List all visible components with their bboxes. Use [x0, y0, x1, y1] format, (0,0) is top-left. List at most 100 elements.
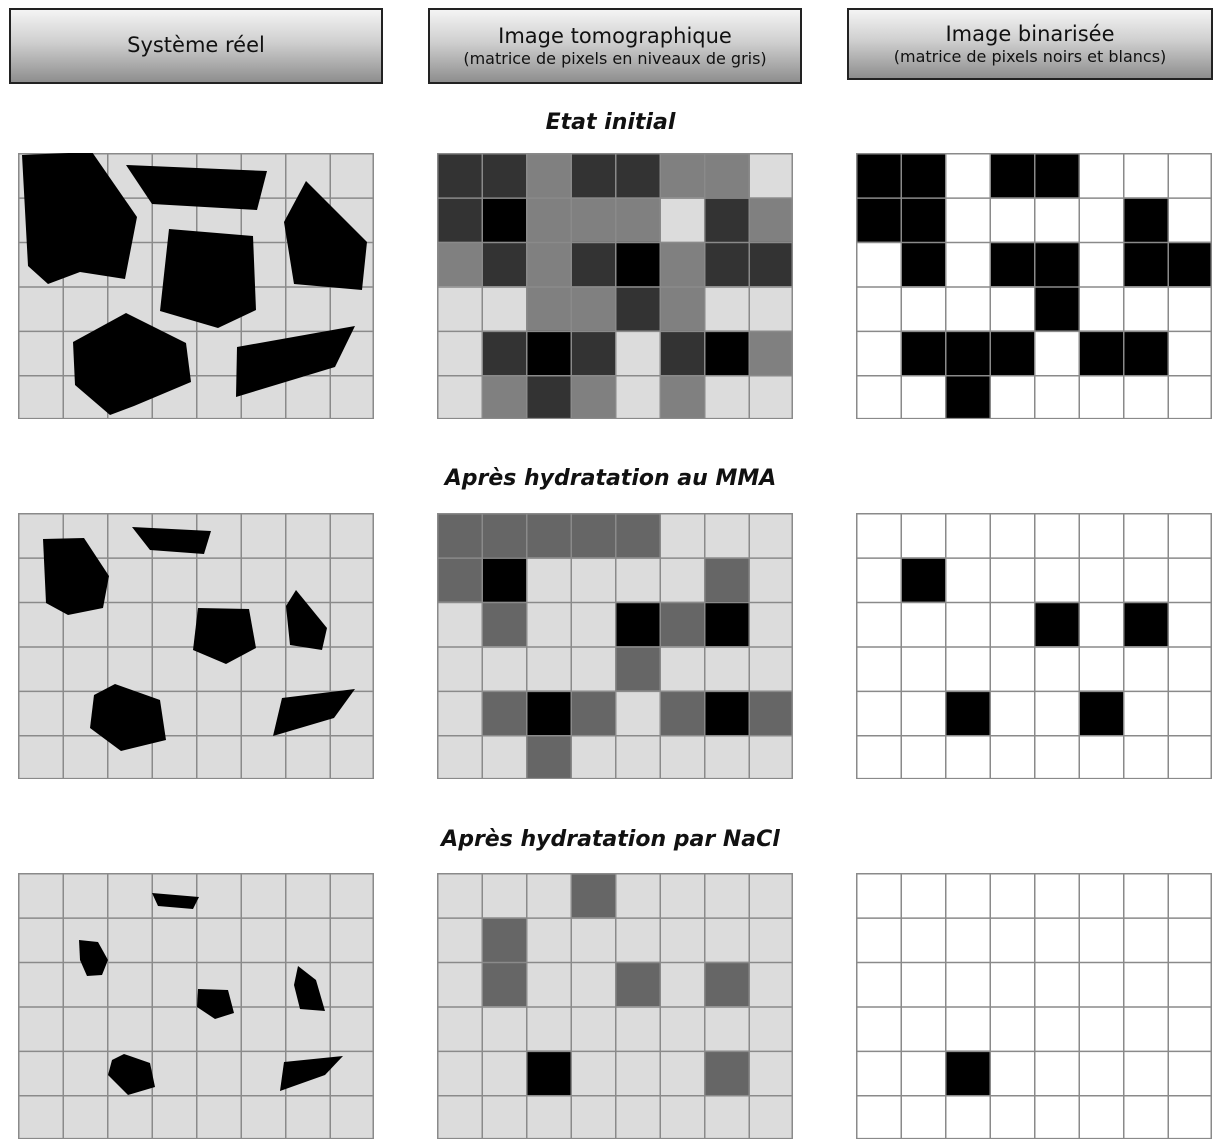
- stage-1-tomographic-pixel-r5c5: [615, 331, 660, 376]
- stage-2-binarized-pixel-r1c1: [856, 513, 901, 558]
- stage-1-tomographic-pixel-r2c6: [659, 197, 704, 242]
- stage-3-tomographic-pixel-r1c5: [615, 873, 660, 918]
- header-real-system: Système réel: [9, 8, 383, 84]
- stage-1-tomographic-pixel-r1c5: [615, 153, 660, 198]
- stage-1-binarized-pixel-r4c4: [990, 286, 1035, 331]
- stage-1-tomographic-pixel-r3c4: [571, 242, 616, 287]
- stage-1-tomographic-pixel-r1c7: [704, 153, 749, 198]
- stage-3-binarized-pixel-r4c7: [1123, 1006, 1168, 1051]
- stage-3-binarized-pixel-r3c2: [901, 962, 946, 1007]
- stage-1-binarized-pixel-r1c3: [945, 153, 990, 198]
- stage-2-tomographic-pixel-r3c7: [704, 602, 749, 647]
- stage-1-binarized-pixel-r4c1: [856, 286, 901, 331]
- stage-2-tomographic-pixel-r3c2: [482, 602, 527, 647]
- stage-3-tomographic-pixel-r1c1: [437, 873, 482, 918]
- stage-1-tomographic-pixel-r6c7: [704, 375, 749, 419]
- stage-1-tomographic-pixel-r3c7: [704, 242, 749, 287]
- stage-1-binarized-pixel-r3c1: [856, 242, 901, 287]
- stage-2-tomographic-pixel-r5c6: [659, 691, 704, 736]
- stage-2-binarized-pixel-r4c1: [856, 646, 901, 691]
- stage-3-binarized-pixel-r6c2: [901, 1095, 946, 1139]
- stage-2-binarized-pixel-r6c8: [1167, 735, 1212, 779]
- stage-2-binarized-pixel-r6c3: [945, 735, 990, 779]
- stage-2-tomographic-pixel-r6c2: [482, 735, 527, 779]
- stage-2-tomographic-pixel-r5c4: [571, 691, 616, 736]
- stage-1-binarized-pixel-r5c5: [1034, 331, 1079, 376]
- stage-1-tomographic-pixel-r3c5: [615, 242, 660, 287]
- stage-3-binarized-pixel-r3c1: [856, 962, 901, 1007]
- stage-2-tomographic-pixel-r3c5: [615, 602, 660, 647]
- stage-1-real-system-svg: [18, 153, 374, 419]
- stage-2-binarized-pixel-r2c7: [1123, 557, 1168, 602]
- stage-1-binarized-pixel-r2c7: [1123, 197, 1168, 242]
- stage-3-tomographic-pixel-r6c7: [704, 1095, 749, 1139]
- stage-3-tomographic-pixel-r5c6: [659, 1051, 704, 1096]
- stage-3-tomographic-pixel-r6c6: [659, 1095, 704, 1139]
- stage-1-tomographic-pixel-r4c1: [437, 286, 482, 331]
- header-binarized-title: Image binarisée: [945, 22, 1114, 47]
- stage-2-tomographic-pixel-r3c8: [748, 602, 793, 647]
- stage-2-binarized-pixel-r6c1: [856, 735, 901, 779]
- stage-1-tomographic-pixel-r5c3: [526, 331, 571, 376]
- stage-2-binarized-pixel-r3c1: [856, 602, 901, 647]
- stage-3-binarized-pixel-r3c5: [1034, 962, 1079, 1007]
- stage-3-tomographic-pixel-r1c7: [704, 873, 749, 918]
- stage-2-binarized-pixel-r5c5: [1034, 691, 1079, 736]
- stage-1-tomographic-pixel-r3c1: [437, 242, 482, 287]
- stage-2-binarized-pixel-r6c6: [1078, 735, 1123, 779]
- stage-1-binarized-pixel-r2c5: [1034, 197, 1079, 242]
- stage-1-binarized-pixel-r3c5: [1034, 242, 1079, 287]
- stage-2-tomographic-pixel-r2c4: [571, 557, 616, 602]
- stage-3-tomographic-pixel-r5c5: [615, 1051, 660, 1096]
- stage-2-tomographic-pixel-r6c3: [526, 735, 571, 779]
- stage-3-tomographic-panel: [437, 873, 793, 1139]
- stage-2-binarized-pixel-r1c8: [1167, 513, 1212, 558]
- stage-1-binarized-pixel-r1c8: [1167, 153, 1212, 198]
- stage-1-binarized-pixel-r1c1: [856, 153, 901, 198]
- stage-1-tomographic-pixel-r2c5: [615, 197, 660, 242]
- stage-2-tomographic-pixel-r2c1: [437, 557, 482, 602]
- stage-3-binarized-pixel-r5c8: [1167, 1051, 1212, 1096]
- stage-1-tomographic-pixel-r4c5: [615, 286, 660, 331]
- stage-1-tomographic-pixel-r1c2: [482, 153, 527, 198]
- stage-2-binarized-pixel-r2c2: [901, 557, 946, 602]
- stage-1-tomographic-pixel-r6c5: [615, 375, 660, 419]
- stage-3-tomographic-pixel-r1c4: [571, 873, 616, 918]
- stage-3-tomographic-pixel-r6c4: [571, 1095, 616, 1139]
- stage-3-binarized-pixel-r2c7: [1123, 917, 1168, 962]
- stage-3-tomographic-pixel-r6c8: [748, 1095, 793, 1139]
- stage-1-tomographic-pixel-r3c2: [482, 242, 527, 287]
- stage-1-binarized-pixel-r1c2: [901, 153, 946, 198]
- stage-2-binarized-pixel-r1c5: [1034, 513, 1079, 558]
- header-tomographic-title: Image tomographique: [498, 24, 732, 49]
- stage-2-tomographic-pixel-r5c1: [437, 691, 482, 736]
- stage-3-tomographic-pixel-r5c4: [571, 1051, 616, 1096]
- stage-3-tomographic-pixel-r4c8: [748, 1006, 793, 1051]
- stage-2-binarized-pixel-r2c5: [1034, 557, 1079, 602]
- stage-3-tomographic-pixel-r5c2: [482, 1051, 527, 1096]
- stage-2-tomographic-pixel-r2c7: [704, 557, 749, 602]
- stage-3-binarized-pixel-r5c7: [1123, 1051, 1168, 1096]
- stage-1-binarized-pixel-r6c3: [945, 375, 990, 419]
- stage-2-tomographic-pixel-r1c8: [748, 513, 793, 558]
- header-tomographic-image: Image tomographique (matrice de pixels e…: [428, 8, 802, 84]
- stage-1-binarized-pixel-r3c7: [1123, 242, 1168, 287]
- stage-3-binarized-pixel-r3c7: [1123, 962, 1168, 1007]
- stage-3-binarized-pixel-r3c4: [990, 962, 1035, 1007]
- stage-3-binarized-pixel-r4c2: [901, 1006, 946, 1051]
- header-real-system-title: Système réel: [127, 33, 265, 58]
- stage-2-binarized-pixel-r3c5: [1034, 602, 1079, 647]
- stage-2-tomographic-pixel-r2c2: [482, 557, 527, 602]
- stage-2-binarized-pixel-r3c8: [1167, 602, 1212, 647]
- stage-1-binarized-pixel-r6c4: [990, 375, 1035, 419]
- stage-2-tomographic-pixel-r5c3: [526, 691, 571, 736]
- stage-1-tomographic-pixel-r4c4: [571, 286, 616, 331]
- stage-2-binarized-pixel-r5c7: [1123, 691, 1168, 736]
- stage-1-tomographic-pixel-r6c1: [437, 375, 482, 419]
- stage-3-tomographic-pixel-r6c5: [615, 1095, 660, 1139]
- stage-2-binarized-pixel-r2c3: [945, 557, 990, 602]
- stage-2-tomographic-pixel-r1c7: [704, 513, 749, 558]
- stage-3-tomographic-pixel-r6c1: [437, 1095, 482, 1139]
- stage-3-binarized-pixel-r5c6: [1078, 1051, 1123, 1096]
- stage-3-binarized-pixel-r2c2: [901, 917, 946, 962]
